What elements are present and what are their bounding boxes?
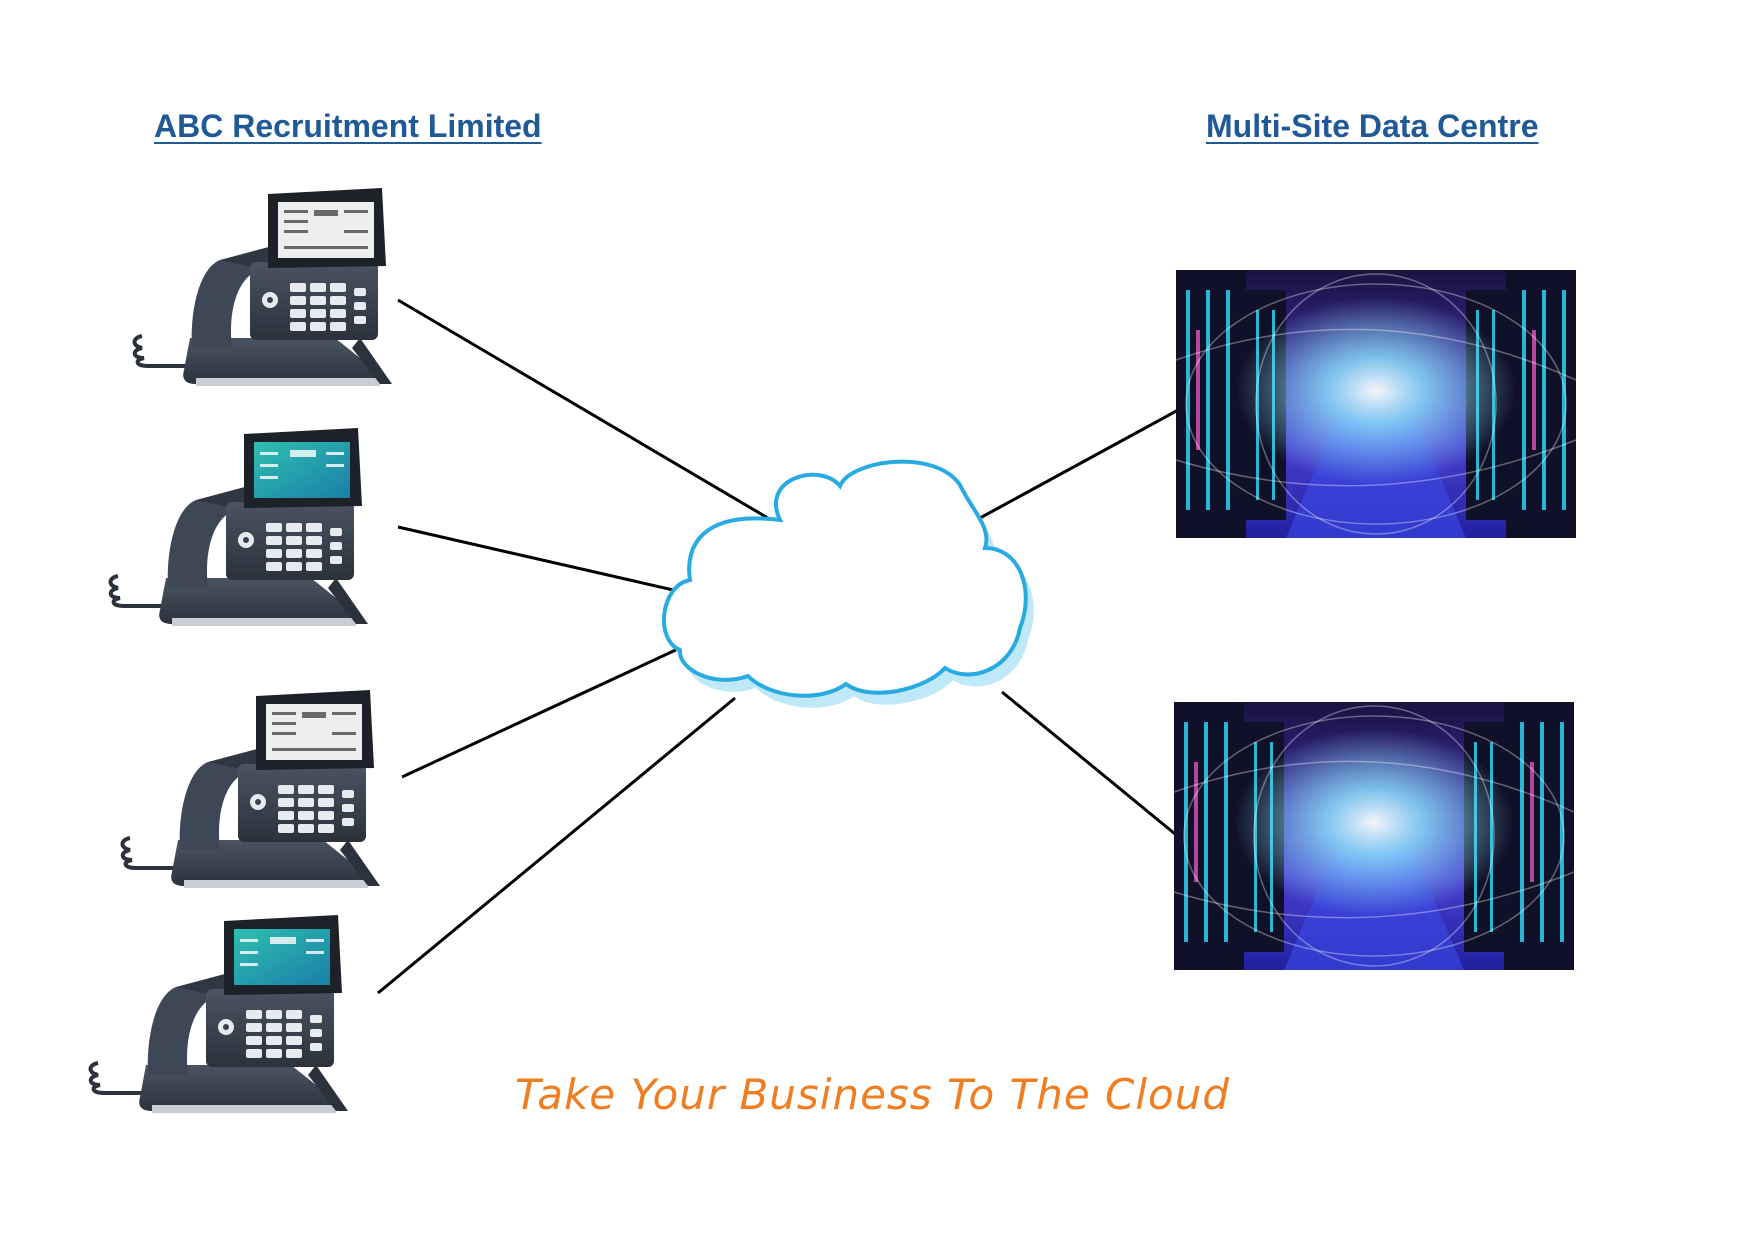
cloud-icon	[662, 459, 1034, 708]
left-group-title: ABC Recruitment Limited	[154, 108, 542, 144]
desk-phone-icon	[88, 913, 350, 1115]
connector-lines	[377, 298, 1181, 995]
server-room-icon	[1175, 270, 1577, 538]
connector-phone-1	[397, 298, 779, 526]
desk-phone-icon	[120, 688, 382, 890]
connector-phone-4	[377, 696, 736, 995]
server-room-icon	[1173, 702, 1575, 970]
desk-phone-icon	[108, 426, 370, 628]
tagline: Take Your Business To The Cloud	[515, 1070, 1230, 1119]
connector-dc-1	[979, 407, 1181, 520]
right-group-title: Multi-Site Data Centre	[1206, 108, 1539, 144]
connector-phone-3	[401, 646, 681, 779]
connector-phone-2	[397, 525, 683, 594]
desk-phone-icon	[132, 186, 394, 388]
connector-dc-2	[1001, 690, 1181, 840]
